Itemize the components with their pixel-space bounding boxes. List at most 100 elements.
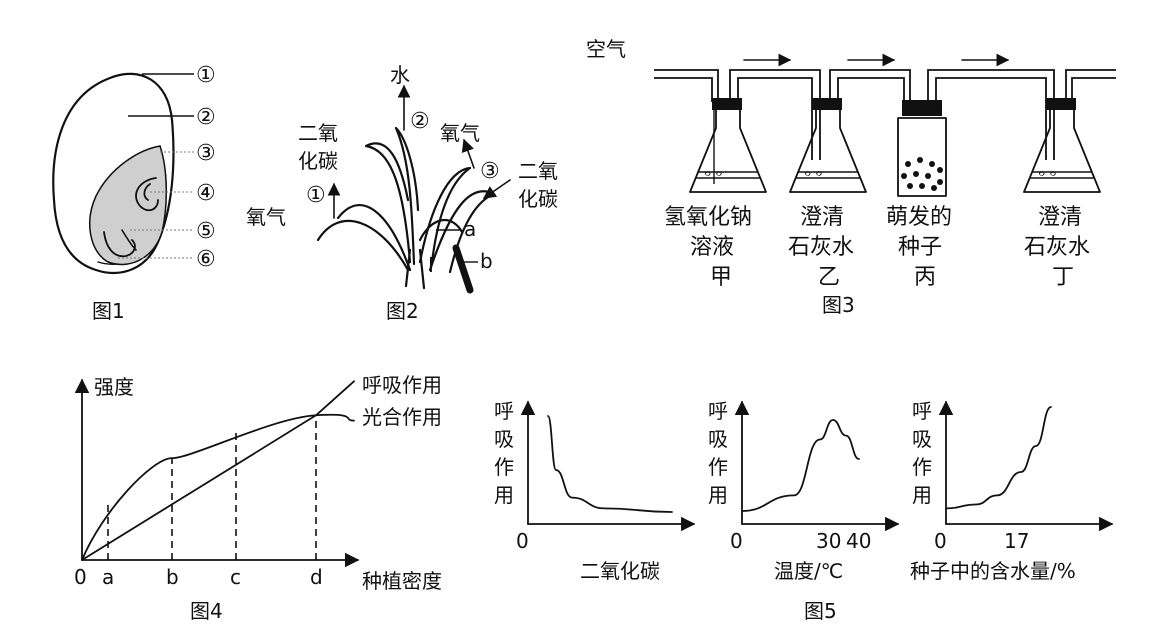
p3-tick-17: 17 (1004, 529, 1029, 553)
fig1-caption: 图1 (92, 299, 125, 323)
fig5-panel-co2: 呼 吸 作 用 0 二氧化碳 (494, 399, 696, 583)
label-co2-right-2: 化碳 (518, 187, 558, 211)
stopper-ding (1046, 98, 1076, 110)
jar-bing-line2: 种子 (898, 235, 942, 260)
arrow-co2-right (482, 179, 511, 199)
flask-ding-line1: 澄清 (1038, 205, 1082, 230)
flask-ding-line3: 丁 (1052, 265, 1074, 290)
liquid-jia (696, 171, 760, 179)
flask-jia-line3: 甲 (710, 265, 732, 290)
p2-tick-30: 30 (816, 529, 841, 553)
label-co2-left-1: 二氧 (298, 121, 338, 145)
label-num2: ② (410, 109, 430, 134)
fig4-tick-b: b (166, 565, 179, 589)
fig1-label-6: ⑥ (196, 247, 216, 272)
p3-ylabel-4: 用 (912, 483, 932, 507)
fig4-x-ticks: a b c d (102, 565, 323, 589)
jar-bing-line1: 萌发的 (886, 205, 952, 230)
p2-ylabel-3: 作 (708, 455, 728, 479)
fig2-plant: 水 ② 二氧 化碳 ① 氧气 氧气 ③ 二氧 化碳 a b I 图2 (246, 63, 558, 323)
embryo-stem (121, 229, 137, 251)
leaf-right-inner (418, 166, 472, 264)
p1-origin: 0 (516, 529, 529, 553)
fig4-tick-d: d (310, 565, 323, 589)
stem-left (404, 248, 412, 288)
fig4-guides (107, 415, 317, 560)
leaf-left-outer (316, 220, 410, 272)
stem-right (418, 248, 426, 290)
flask-body-yi (789, 109, 867, 193)
liquid-yi (796, 171, 860, 179)
fig3-apparatus: 空气 ᨔ ᨔ ᨔ ᨔ (586, 37, 1116, 317)
fig1-label-3: ③ (196, 141, 216, 166)
flask-jia-line1: 氢氧化钠 (664, 205, 752, 230)
fig3-caption: 图3 (822, 293, 855, 317)
flask-yi-line1: 澄清 (800, 205, 844, 230)
seeds-bing (901, 157, 943, 191)
fig4-ylabel: 强度 (94, 375, 134, 399)
label-I: I (428, 253, 434, 277)
fig4-curve-photosynthesis (81, 413, 355, 561)
leaf-center-2 (394, 126, 420, 266)
p1-ylabel-4: 用 (494, 483, 514, 507)
seed-coat (52, 72, 175, 274)
stopper-yi (812, 98, 842, 110)
label-air: 空气 (586, 37, 626, 61)
p1-ylabel-2: 吸 (494, 427, 514, 451)
fig4-label-photosynthesis: 光合作用 (362, 405, 442, 429)
flask-body-jia (689, 109, 767, 193)
label-b: b (480, 249, 493, 273)
fig1-label-2: ② (196, 105, 216, 130)
p2-origin: 0 (730, 529, 743, 553)
pipe-3 (927, 69, 1055, 160)
flask-ding-line2: 石灰水 (1024, 235, 1090, 260)
flask-ding: ᨔ ᨔ (1023, 98, 1101, 193)
leaf-left-mid (336, 204, 412, 272)
label-a: a (464, 217, 476, 241)
fig1-seed: ① ② ③ ④ ⑤ ⑥ 图1 (52, 63, 216, 323)
p3-ylabel-3: 作 (912, 455, 932, 479)
flask-jia: ᨔ ᨔ (689, 98, 767, 193)
label-num1: ① (306, 183, 326, 208)
p2-ylabel-1: 呼 (708, 399, 728, 423)
jar-bing (897, 100, 947, 197)
bubbles-ding: ᨔ ᨔ (1038, 166, 1057, 179)
p2-curve (741, 419, 860, 512)
pipe-outlet (1065, 69, 1116, 102)
fig5-charts: 呼 吸 作 用 0 二氧化碳 呼 吸 作 用 0 30 40 温度/℃ 呼 (494, 399, 1114, 623)
pipe-inlet (654, 69, 719, 102)
fig4-origin: 0 (74, 565, 87, 589)
flask-yi: ᨔ ᨔ (789, 98, 867, 193)
stopper-jia (712, 98, 742, 110)
label-co2-left-2: 化碳 (298, 149, 338, 173)
fig5-panel-temp: 呼 吸 作 用 0 30 40 温度/℃ (708, 399, 900, 583)
fig4-line-respiration (81, 380, 355, 561)
p2-ylabel-4: 用 (708, 483, 728, 507)
label-o2-left: 氧气 (246, 205, 286, 229)
p2-ylabel-2: 吸 (708, 427, 728, 451)
fig4-tick-a: a (102, 565, 114, 589)
p3-ylabel-2: 吸 (912, 427, 932, 451)
fig2-caption: 图2 (386, 299, 419, 323)
fig5-panel-water: 呼 吸 作 用 0 17 种子中的含水量/% (910, 399, 1114, 583)
flask-yi-line2: 石灰水 (788, 235, 854, 260)
embryo (89, 145, 167, 266)
p3-ylabel-1: 呼 (912, 399, 932, 423)
embryo-bud (135, 177, 159, 212)
pipe-2 (829, 69, 911, 108)
flask-body-ding (1023, 109, 1101, 193)
jar-body-bing (897, 117, 947, 197)
fig4-tick-c: c (230, 565, 241, 589)
label-o2-right: 氧气 (440, 121, 480, 145)
fig4-caption: 图4 (190, 599, 223, 623)
flask-yi-line3: 乙 (818, 265, 840, 290)
p1-ylabel-3: 作 (494, 455, 514, 479)
embryo-root (103, 231, 136, 258)
p1-curve (547, 415, 673, 513)
pipe-1 (729, 69, 821, 160)
label-water: 水 (390, 63, 410, 87)
p2-xlabel: 温度/℃ (774, 559, 843, 583)
